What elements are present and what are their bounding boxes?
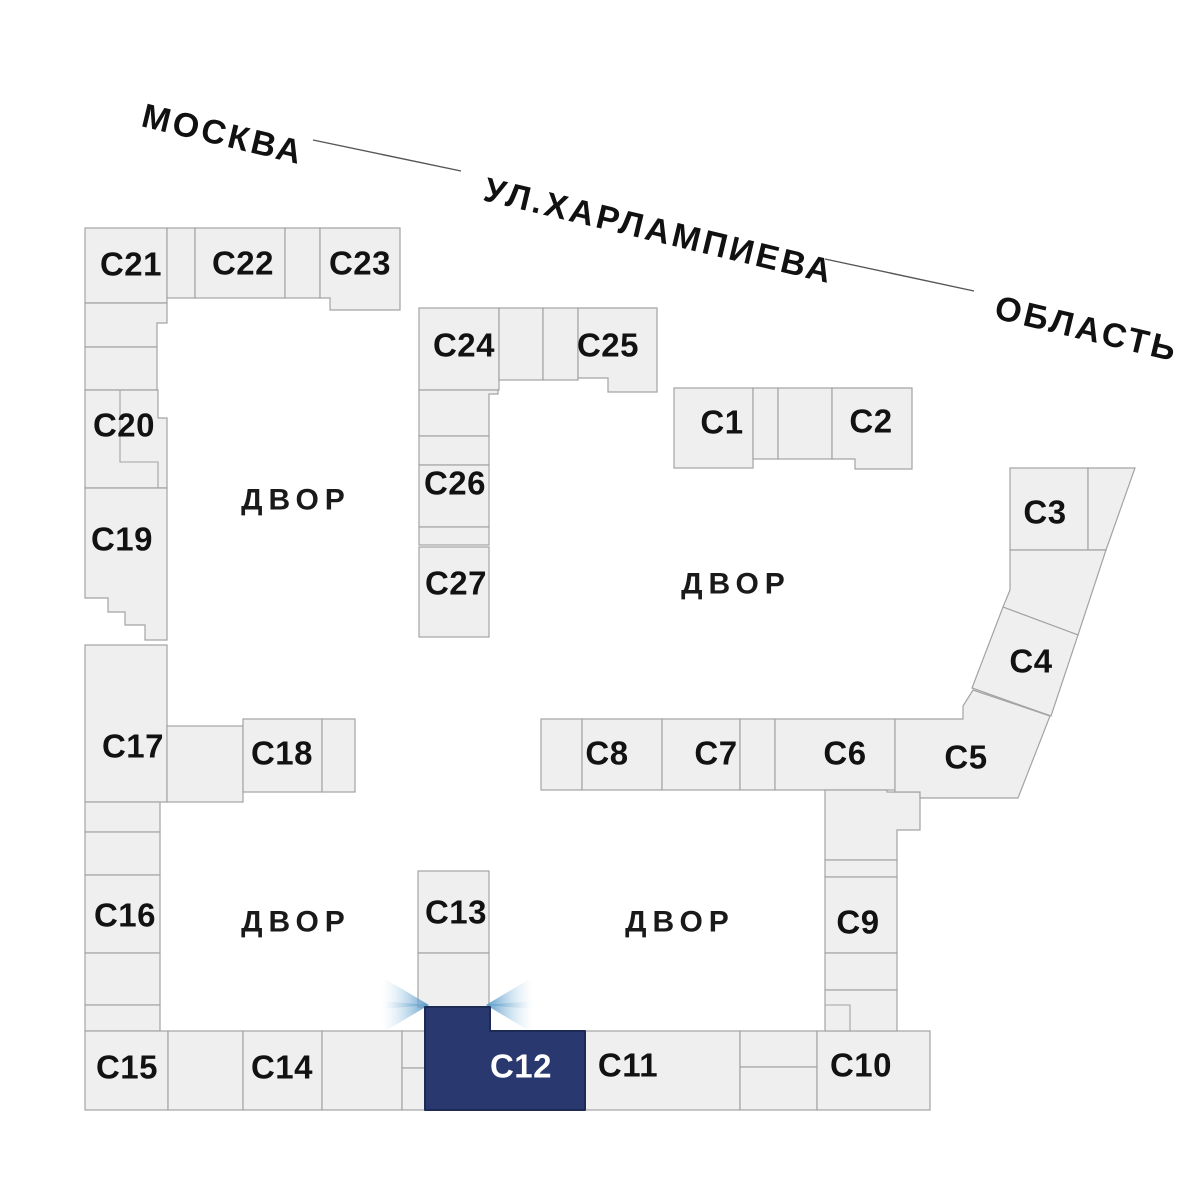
building-label-c11: С11: [598, 1047, 658, 1084]
street-divider-line-1: [312, 139, 462, 172]
building-c15[interactable]: [84, 1030, 169, 1111]
building-label-c23: С23: [329, 245, 391, 282]
building-c21[interactable]: [84, 227, 168, 304]
selection-beam-left-icon: [382, 977, 429, 1009]
building-label-c18: С18: [251, 735, 313, 772]
building-label-c9: С9: [836, 904, 879, 941]
building-c23[interactable]: [319, 227, 401, 311]
building-segment: [418, 526, 490, 546]
building-c9[interactable]: [824, 876, 898, 954]
building-c19[interactable]: [84, 487, 168, 641]
building-c26[interactable]: [418, 464, 490, 528]
building-label-c4: С4: [1009, 643, 1052, 680]
building-segment: [824, 789, 921, 861]
building-c5[interactable]: [894, 689, 1051, 799]
building-labels: С21 С22 С23 С20 С19 С17 С18 С16 С15 С14 …: [91, 245, 1066, 1086]
building-c8[interactable]: [581, 718, 663, 791]
building-label-c6: С6: [823, 735, 866, 772]
building-label-c5: С5: [944, 739, 987, 776]
building-segment: [1087, 467, 1136, 551]
building-label-c2: С2: [849, 403, 892, 440]
building-label-c16: С16: [94, 897, 156, 934]
building-c6[interactable]: [774, 718, 896, 791]
building-label-c15: С15: [96, 1049, 158, 1086]
selection-beam-right-icon: [486, 977, 533, 1009]
building-segment: [401, 1030, 426, 1069]
courtyard-label: ДВОР: [241, 484, 351, 517]
building-c4[interactable]: [971, 606, 1079, 717]
building-segment: [321, 718, 356, 793]
building-segment: [167, 1030, 244, 1111]
building-label-c26: С26: [424, 465, 486, 502]
street-city-label: МОСКВА: [138, 97, 308, 173]
courtyard-label: ДВОР: [681, 568, 791, 601]
selection-beams: [382, 977, 533, 1033]
building-segment: [84, 952, 161, 1006]
building-label-c27: С27: [425, 565, 487, 602]
building-label-c22: С22: [212, 245, 274, 282]
street-divider-line-2: [824, 258, 975, 292]
building-segment: [824, 859, 898, 878]
building-inner-line: [825, 1004, 851, 1031]
building-segment: [752, 387, 779, 460]
building-label-c20: С20: [93, 407, 155, 444]
building-segment: [739, 718, 776, 791]
building-c14[interactable]: [242, 1030, 323, 1111]
building-c13[interactable]: [417, 870, 490, 954]
building-label-c19: С19: [91, 521, 153, 558]
building-label-c21: С21: [100, 246, 162, 283]
building-segment: [166, 227, 196, 299]
building-c12-selected[interactable]: [424, 1006, 586, 1111]
building-segment: [84, 1004, 161, 1032]
building-label-c1: С1: [700, 404, 743, 441]
building-c1[interactable]: [673, 387, 754, 469]
building-label-c13: С13: [425, 894, 487, 931]
building-c25[interactable]: [577, 307, 658, 393]
building-segment: [824, 952, 898, 991]
building-segment: [84, 302, 168, 348]
building-segment: [824, 989, 898, 1032]
building-c16[interactable]: [84, 874, 161, 954]
building-inner-line: [119, 390, 159, 488]
building-segment: [739, 1030, 818, 1068]
building-label-c12: С12: [490, 1048, 552, 1085]
building-label-c25: С25: [577, 327, 639, 364]
building-label-c17: С17: [102, 728, 164, 765]
building-segment: [401, 1067, 426, 1111]
building-segment: [498, 307, 544, 381]
building-label-c3: С3: [1023, 494, 1066, 531]
building-segment: [418, 435, 490, 466]
building-segment: [166, 725, 244, 803]
courtyard-labels: ДВОР ДВОР ДВОР ДВОР: [241, 484, 791, 939]
buildings-layer: [84, 227, 1136, 1111]
building-c2[interactable]: [831, 387, 913, 470]
selection-beam-right-icon: [486, 1001, 533, 1033]
building-segment: [84, 346, 158, 391]
building-segment: [777, 387, 833, 460]
building-label-c10: С10: [830, 1047, 892, 1084]
street-region-label: ОБЛАСТЬ: [991, 289, 1182, 370]
building-segment: [284, 227, 321, 299]
courtyard-label: ДВОР: [625, 906, 735, 939]
building-label-c24: С24: [433, 327, 495, 364]
building-label-c7: С7: [694, 735, 737, 772]
building-segment: [321, 1030, 403, 1111]
building-label-c14: С14: [251, 1049, 313, 1086]
building-segment: [739, 1066, 818, 1111]
selection-beam-left-icon: [382, 1001, 429, 1033]
building-segment: [542, 307, 579, 381]
building-segment: [417, 952, 490, 1008]
building-segment: [84, 801, 161, 833]
building-segment: [540, 718, 583, 791]
building-c7[interactable]: [661, 718, 741, 791]
building-c24[interactable]: [418, 307, 500, 391]
courtyard-label: ДВОР: [241, 906, 351, 939]
building-segment: [84, 831, 161, 876]
building-c27[interactable]: [418, 546, 490, 638]
building-c17[interactable]: [84, 644, 168, 803]
building-label-c8: С8: [585, 735, 628, 772]
street-name-label: УЛ.ХАРЛАМПИЕВА: [480, 171, 838, 292]
building-segment: [418, 389, 499, 437]
